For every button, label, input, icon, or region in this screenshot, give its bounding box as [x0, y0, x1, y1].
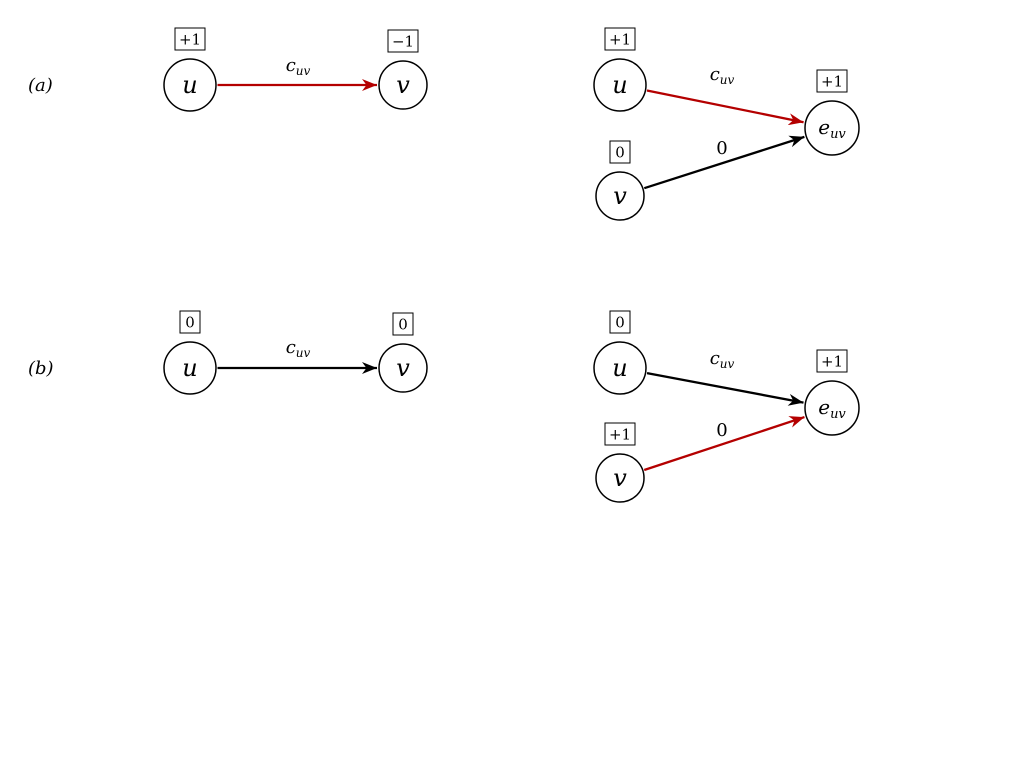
- tag-box-a-right-euv: [816, 69, 848, 93]
- node-label-a-left-v: v: [396, 71, 410, 99]
- tag-label-b-right-v: +1: [609, 426, 631, 444]
- edge-label-b-right-1: 0: [716, 420, 727, 441]
- node-circle-a-left-u: [163, 58, 217, 112]
- edge-label-b-right-0: cuv: [710, 348, 735, 371]
- edge-b-right-u-to-euv: [646, 371, 804, 406]
- graph-b-right: cuv 0 u 0 v +1 euv +1: [593, 310, 860, 503]
- tag-box-b-right-v: [604, 422, 636, 446]
- edge-label-a-left-0: cuv: [286, 55, 311, 78]
- tag-box-b-right-u: [609, 310, 631, 334]
- tag-label-a-left-u: +1: [179, 31, 201, 49]
- tag-box-b-left-u: [179, 310, 201, 334]
- edge-a-right-u-to-euv: [646, 89, 804, 126]
- edge-label-b-left-0: cuv: [286, 337, 311, 360]
- tag-label-b-right-u: 0: [615, 314, 625, 332]
- tag-label-b-right-euv: +1: [821, 353, 843, 371]
- panel-b: (b) cuv u 0 v 0 cuv 0 u 0 v +1 euv +1: [28, 310, 860, 503]
- node-circle-b-left-v: [378, 343, 428, 393]
- edge-label-a-right-1: 0: [716, 138, 727, 159]
- tag-label-a-left-v: −1: [392, 33, 414, 51]
- node-label-b-left-u: u: [182, 354, 197, 382]
- node-circle-b-right-u: [593, 341, 647, 395]
- node-circle-a-right-euv: [804, 100, 860, 156]
- node-label-b-left-v: v: [396, 354, 410, 382]
- tag-box-a-right-v: [609, 140, 631, 164]
- node-circle-b-right-v: [595, 453, 645, 503]
- node-label-b-right-euv: euv: [818, 395, 846, 422]
- tag-box-a-right-u: [604, 27, 636, 51]
- node-label-b-right-u: u: [612, 354, 627, 382]
- node-label-a-right-u: u: [612, 71, 627, 99]
- node-circle-b-left-u: [163, 341, 217, 395]
- node-circle-a-right-u: [593, 58, 647, 112]
- node-circle-b-right-euv: [804, 380, 860, 436]
- tag-label-a-right-euv: +1: [821, 73, 843, 91]
- edge-a-right-v-to-euv: [643, 135, 805, 190]
- node-label-a-right-euv: euv: [818, 115, 846, 142]
- node-label-b-right-v: v: [613, 464, 627, 492]
- graph-a-left: cuv u +1 v −1: [163, 27, 428, 112]
- graph-b-left: cuv u 0 v 0: [163, 310, 428, 395]
- tag-box-b-left-v: [392, 312, 414, 336]
- tag-box-a-left-u: [174, 27, 206, 51]
- tag-label-a-right-u: +1: [609, 31, 631, 49]
- node-label-a-right-v: v: [613, 182, 627, 210]
- tag-label-b-left-v: 0: [398, 316, 408, 334]
- edge-b-right-v-to-euv: [643, 416, 805, 472]
- edge-label-a-right-0: cuv: [710, 64, 735, 87]
- tag-box-b-right-euv: [816, 349, 848, 373]
- tag-label-a-right-v: 0: [615, 144, 625, 162]
- panel-label-a: (a): [28, 75, 53, 96]
- node-label-a-left-u: u: [182, 71, 197, 99]
- tag-label-b-left-u: 0: [185, 314, 195, 332]
- panel-a: (a) cuv u +1 v −1 cuv 0 u +1 v 0 euv +1: [28, 27, 860, 221]
- graph-a-right: cuv 0 u +1 v 0 euv +1: [593, 27, 860, 221]
- node-circle-a-left-v: [378, 60, 428, 110]
- node-circle-a-right-v: [595, 171, 645, 221]
- panel-label-b: (b): [28, 358, 54, 379]
- tag-box-a-left-v: [387, 29, 419, 53]
